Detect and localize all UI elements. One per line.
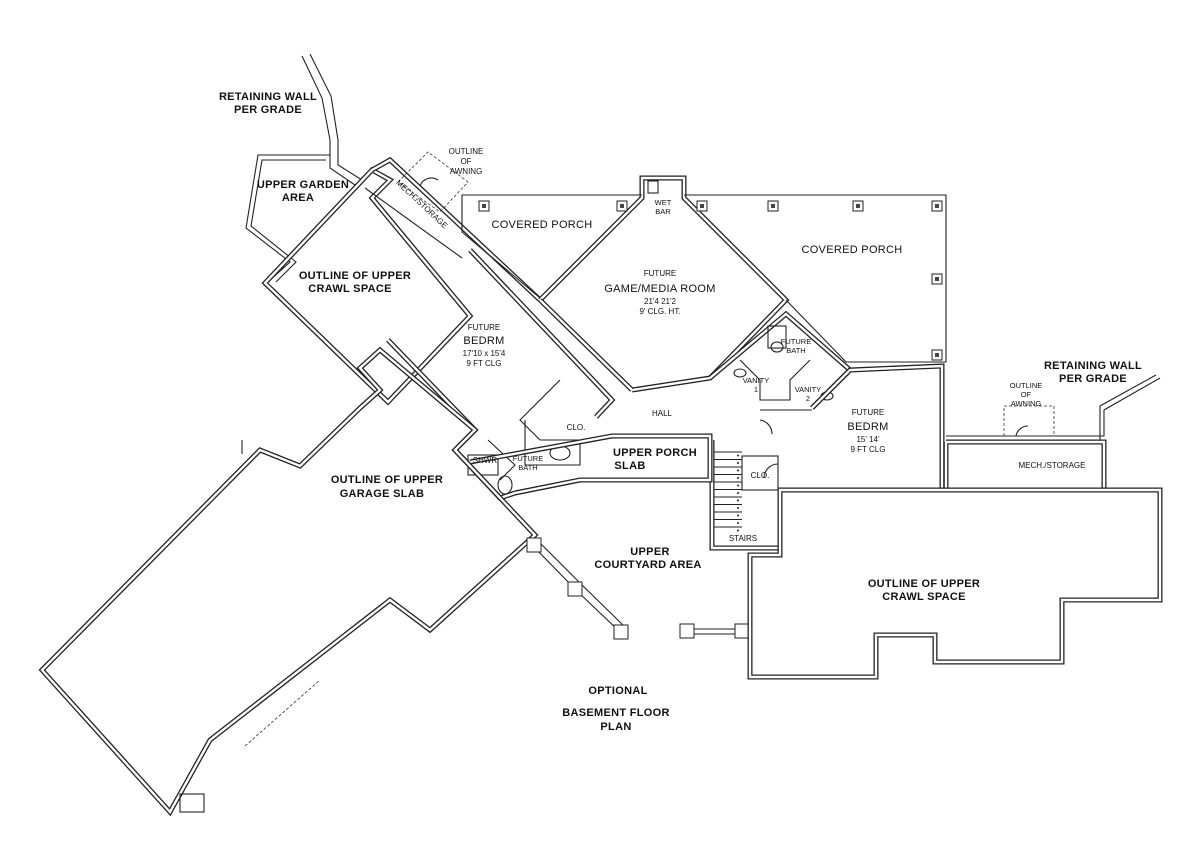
label-upper-garden-1: UPPER GARDEN [257,179,349,191]
label-bedrm-right-2: BEDRM [847,421,888,433]
label-stairs: STAIRS [729,534,757,543]
stair-nosing-dot [737,522,739,524]
label-awning-right-1: OUTLINE [1010,381,1043,390]
label-bedrm-left-3: 17'10 x 15'4 [463,349,506,358]
stair-nosing-dot [737,507,739,509]
label-optional: OPTIONAL [588,685,647,697]
upper-garden-outline [245,154,330,283]
crawl-right-outline [747,487,1163,680]
garage-slab-outline [38,346,539,817]
upper-porch-slab-outline [469,433,713,496]
stair-nosing-dot [737,454,739,457]
label-vanity-1-a: VANITY [743,376,770,385]
label-future-bath-left-1: FUTURE [513,454,543,463]
label-game-room-4: 9' CLG. HT. [639,307,680,316]
label-upper-porch-slab-2: SLAB [614,460,645,472]
label-upper-garden-2: AREA [282,192,314,204]
label-future-bath-right-1: FUTURE [781,337,811,346]
label-game-room-1: FUTURE [644,269,676,278]
retaining-wall-left [301,53,363,186]
label-shwr: SHWR [473,456,498,465]
stairs-block [709,440,783,551]
label-bedrm-left-2: BEDRM [463,335,504,347]
stair-nosing-dot [737,469,739,472]
label-awning-left-1: OUTLINE [449,147,484,156]
label-clo-right: CLO. [751,471,770,480]
title-basement-floor-plan-1: BASEMENT FLOOR [562,707,669,719]
courtyard-posts [526,537,750,640]
label-bedrm-left-4: 9 FT CLG [467,359,502,368]
label-wet-bar-2: BAR [655,207,671,216]
label-clo-left: CLO. [567,423,586,432]
awning-left-outline [397,151,469,213]
label-future-bath-right-2: BATH [786,346,805,355]
label-vanity-2-a: VANITY [795,385,822,394]
label-retaining-wall-right-2: PER GRADE [1059,373,1127,385]
label-bedrm-left-1: FUTURE [468,323,500,332]
stair-nosing-dot [737,492,739,494]
left-wing-walls [261,156,542,406]
label-bedrm-right-3: 15' 14' [856,435,880,444]
awning-right-outline [1003,405,1055,437]
stair-nosing-dot [737,529,739,532]
label-retaining-wall-right-1: RETAINING WALL [1044,360,1142,372]
label-vanity-2-b: 2 [806,394,810,403]
stair-nosing-dot [737,477,739,479]
stair-nosing-dot [737,514,739,517]
stair-nosing-dot [737,462,739,464]
label-wet-bar-1: WET [655,198,672,207]
label-retaining-wall-left-2: PER GRADE [234,104,302,116]
label-crawl-left-1: OUTLINE OF UPPER [299,270,411,282]
label-garage-slab-1: OUTLINE OF UPPER [331,474,443,486]
label-awning-right-3: AWNING [1011,399,1042,408]
title-basement-floor-plan-2: PLAN [600,721,631,733]
label-courtyard-1: UPPER [630,546,669,558]
label-upper-porch-slab-1: UPPER PORCH [613,447,697,459]
label-crawl-right-1: OUTLINE OF UPPER [868,578,980,590]
label-courtyard-2: COURTYARD AREA [594,559,701,571]
label-bedrm-right-1: FUTURE [852,408,884,417]
label-hall: HALL [652,409,673,418]
label-mech-storage-left: MECH./STORAGE [394,178,449,230]
label-awning-right-2: OF [1021,390,1032,399]
label-retaining-wall-left-1: RETAINING WALL [219,91,317,103]
label-game-room-3: 21'4 21'2 [644,297,677,306]
label-covered-porch-right: COVERED PORCH [801,244,902,256]
covered-porch-outlines [461,194,947,363]
label-awning-left-2: OF [460,157,471,166]
stair-treads [714,451,742,532]
label-crawl-left-2: CRAWL SPACE [308,283,392,295]
label-garage-slab-2: GARAGE SLAB [340,488,425,500]
label-vanity-1-b: 1 [754,385,758,394]
label-future-bath-left-2: BATH [518,463,537,472]
label-crawl-right-2: CRAWL SPACE [882,591,966,603]
label-covered-porch-left: COVERED PORCH [491,219,592,231]
label-bedrm-right-4: 9 FT CLG [851,445,886,454]
label-mech-storage-right: MECH./STORAGE [1019,461,1086,470]
stair-nosing-dot [737,484,739,487]
left-bedroom-walls [386,248,616,501]
label-awning-left-3: AWNING [450,167,483,176]
retaining-wall-right [946,374,1161,443]
stair-nosing-dot [737,499,739,502]
label-game-room-2: GAME/MEDIA ROOM [604,283,715,295]
